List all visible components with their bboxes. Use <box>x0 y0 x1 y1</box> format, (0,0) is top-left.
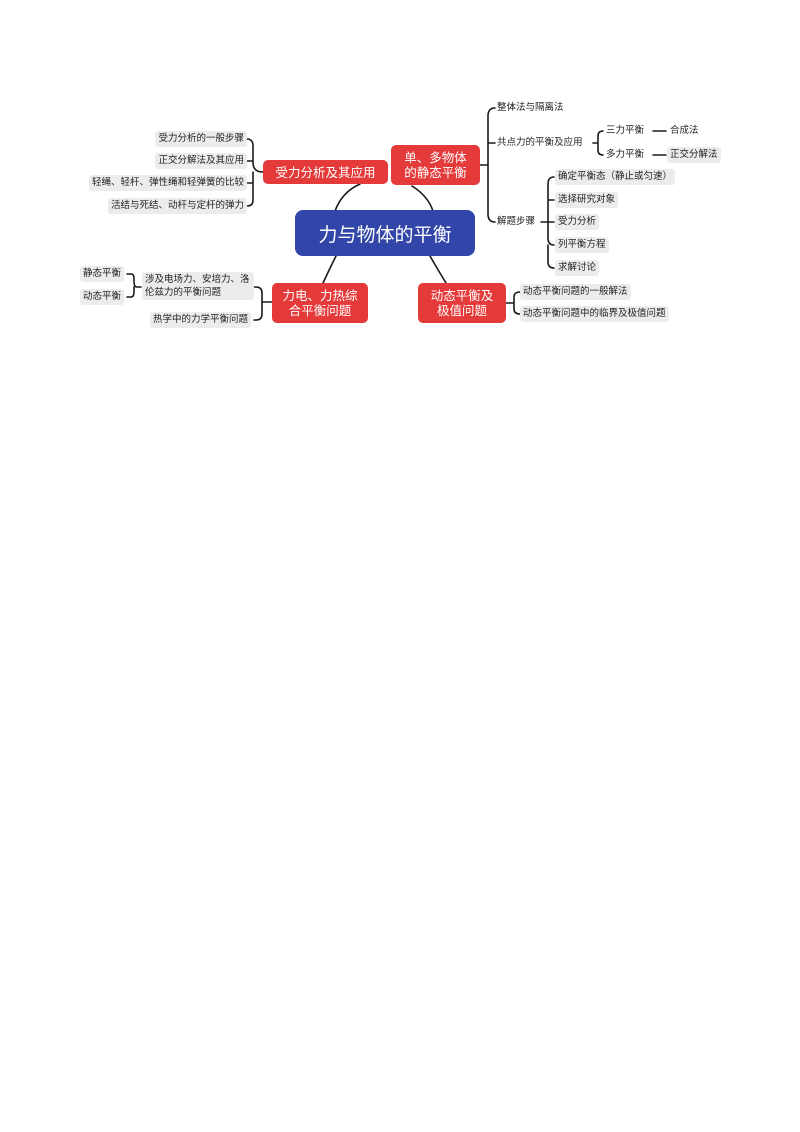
leaf-knot-rod-elastic-force[interactable]: 活结与死结、动杆与定杆的弹力 <box>107 198 247 214</box>
leaf-orthogonal-method[interactable]: 正交分解法 <box>667 147 721 163</box>
link-center-electro-thermal <box>322 255 337 284</box>
topic-static-balance[interactable]: 单、多物体的静态平衡 <box>391 145 480 185</box>
link-force-items <box>246 138 264 207</box>
leaf-step-force-analysis[interactable]: 受力分析 <box>555 214 600 230</box>
link-electro-items <box>253 286 273 321</box>
leaf-dynamic-critical-extreme[interactable]: 动态平衡问题中的临界及极值问题 <box>520 306 669 322</box>
link-center-force-analysis <box>334 183 361 212</box>
leaf-step-determine-state[interactable]: 确定平衡态（静止或匀速） <box>555 169 676 185</box>
leaf-synthesis-method[interactable]: 合成法 <box>670 125 699 136</box>
link-concurrent-sub <box>592 130 604 156</box>
leaf-step-select-object[interactable]: 选择研究对象 <box>555 192 619 208</box>
central-topic[interactable]: 力与物体的平衡 <box>295 210 475 256</box>
leaf-force-general-steps[interactable]: 受力分析的一般步骤 <box>155 131 247 147</box>
leaf-step-equations[interactable]: 列平衡方程 <box>555 237 609 253</box>
link-center-static-balance <box>411 185 434 212</box>
leaf-orthogonal-decomposition[interactable]: 正交分解法及其应用 <box>155 153 247 169</box>
leaf-three-force-balance[interactable]: 三力平衡 <box>606 125 645 136</box>
topic-electro-thermal[interactable]: 力电、力热综合平衡问题 <box>272 283 368 323</box>
link-static-items <box>479 107 496 223</box>
leaf-multi-force-balance[interactable]: 多力平衡 <box>606 149 645 160</box>
link-dynamic-items <box>505 291 521 315</box>
leaf-solving-steps[interactable]: 解题步骤 <box>497 216 536 227</box>
leaf-static-balance[interactable]: 静态平衡 <box>80 266 125 282</box>
topic-force-analysis[interactable]: 受力分析及其应用 <box>263 160 388 184</box>
link-field-static-dynamic <box>126 273 142 298</box>
leaf-concurrent-force-balance[interactable]: 共点力的平衡及应用 <box>497 137 583 148</box>
leaf-step-solve-discuss[interactable]: 求解讨论 <box>555 260 600 276</box>
link-steps-items <box>540 176 555 269</box>
leaf-field-force-balance[interactable]: 涉及电场力、安培力、洛伦兹力的平衡问题 <box>142 272 254 300</box>
leaf-dynamic-balance[interactable]: 动态平衡 <box>80 289 125 305</box>
link-center-dynamic-balance <box>429 255 447 284</box>
leaf-rope-rod-spring-comparison[interactable]: 轻绳、轻杆、弹性绳和轻弹簧的比较 <box>88 175 247 191</box>
leaf-thermal-balance[interactable]: 热学中的力学平衡问题 <box>150 312 252 328</box>
leaf-dynamic-general-method[interactable]: 动态平衡问题的一般解法 <box>520 284 631 300</box>
leaf-whole-isolation[interactable]: 整体法与隔离法 <box>497 102 564 113</box>
topic-dynamic-balance[interactable]: 动态平衡及极值问题 <box>418 283 506 323</box>
